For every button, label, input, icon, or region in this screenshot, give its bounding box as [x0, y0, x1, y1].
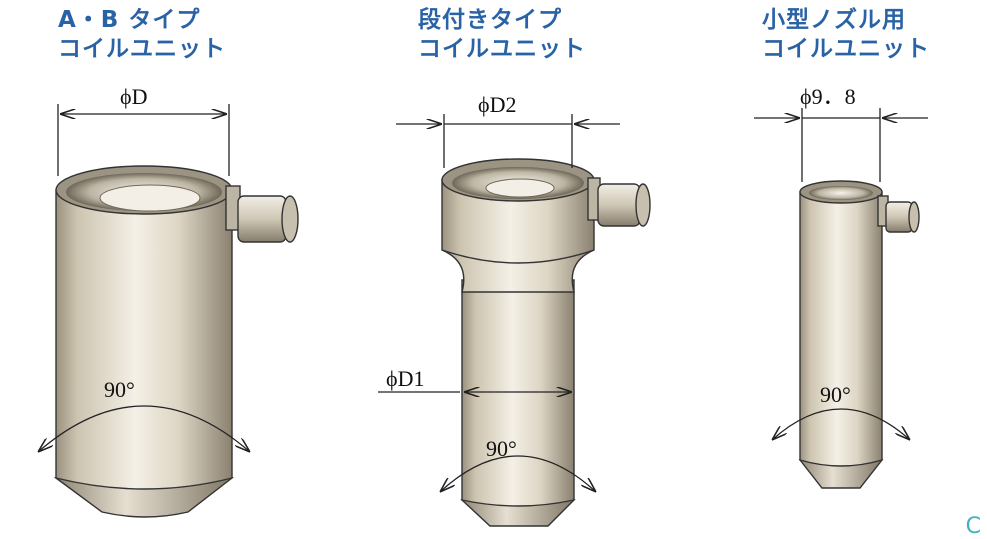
- ab-angle-arc: [38, 405, 250, 452]
- stepped-knob-cap: [635, 183, 651, 227]
- small-bore: [809, 186, 873, 200]
- unit-ab-drawing: [38, 104, 299, 518]
- title-ab: A・B タイプ コイルユニット: [58, 6, 226, 64]
- stepped-head: [441, 179, 595, 264]
- ab-body: [55, 189, 233, 490]
- unit-small-drawing: [754, 108, 928, 489]
- corner-glyph: C: [965, 514, 981, 539]
- stepped-top-dimension: ϕD2: [478, 92, 516, 117]
- ab-top-dimension: ϕD: [120, 84, 147, 109]
- title-small-line1: 小型ノズル用: [762, 7, 906, 33]
- small-angle-arc: [772, 408, 910, 440]
- ab-knob-cap: [281, 195, 299, 243]
- small-angle-label: 90°: [820, 382, 851, 407]
- stepped-knob: [597, 183, 641, 227]
- stepped-inner-ring: [485, 178, 555, 198]
- stepped-side-dimension: ϕD1: [386, 366, 424, 391]
- stepped-angle-label: 90°: [486, 436, 517, 461]
- ab-cone-tip: [53, 477, 235, 518]
- stepped-angle-arc: [440, 455, 596, 492]
- title-stepped-line2: コイルユニット: [418, 36, 586, 62]
- small-top-dimension: ϕ9．8: [800, 84, 856, 109]
- small-body: [799, 191, 883, 467]
- title-small: 小型ノズル用 コイルユニット: [762, 6, 930, 64]
- ab-knob: [237, 195, 287, 243]
- ab-inner-ring: [99, 184, 201, 212]
- unit-stepped-drawing: [378, 114, 651, 527]
- title-stepped-line1: 段付きタイプ: [418, 7, 562, 33]
- title-stepped: 段付きタイプ コイルユニット: [418, 6, 586, 64]
- ab-angle-label: 90°: [104, 377, 135, 402]
- title-ab-line1: A・B タイプ: [58, 7, 201, 33]
- title-small-line2: コイルユニット: [762, 36, 930, 62]
- small-knob-cap: [908, 201, 920, 233]
- stepped-taper: [441, 249, 595, 293]
- small-knob: [885, 201, 913, 233]
- stepped-shaft: [461, 279, 575, 507]
- title-ab-line2: コイルユニット: [58, 36, 226, 62]
